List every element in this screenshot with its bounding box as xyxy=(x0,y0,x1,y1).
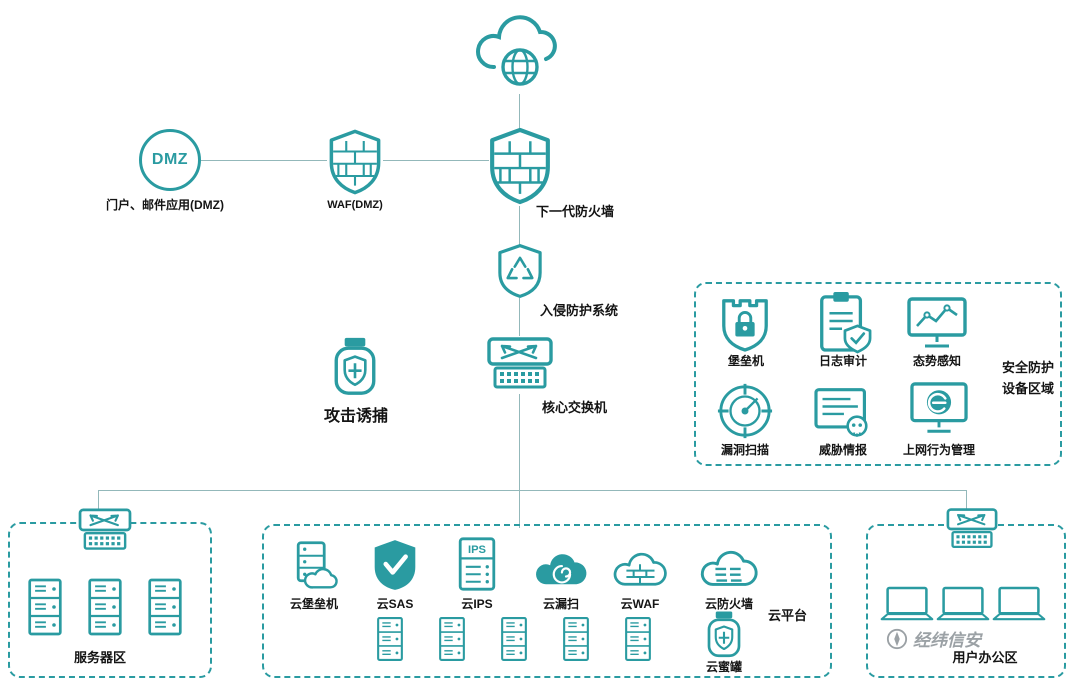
ngfw-caption: 下一代防火墙 xyxy=(536,204,615,219)
cloud-ips-server-icon: IPS xyxy=(458,537,496,591)
cloud-rack-icon xyxy=(554,616,598,662)
office-zone-switch-icon xyxy=(944,503,1000,555)
drop-cloud-zone xyxy=(519,490,520,528)
compass-logo-icon xyxy=(886,628,908,649)
connector-ips-switch xyxy=(519,298,520,336)
threat-intel-document-skull-icon xyxy=(812,386,874,440)
cloud-sas-label: 云SAS xyxy=(376,597,414,611)
cloud-waf-label: 云WAF xyxy=(620,597,660,611)
vuln-scan-label: 漏洞扫描 xyxy=(720,443,769,457)
trunk-line xyxy=(98,490,967,491)
cloud-scan-label: 云漏扫 xyxy=(542,597,579,611)
cloud-rack-icon xyxy=(616,616,660,662)
honeypot-caption: 攻击诱捕 xyxy=(323,408,388,425)
laptop-icon xyxy=(936,584,990,624)
watermark-text: 经纬信安 xyxy=(913,631,981,650)
cloud-firewall-label: 云防火墙 xyxy=(704,597,753,611)
dmz-caption: 门户、邮件应用(DMZ) xyxy=(106,198,224,212)
security-zone-title-line2: 设备区域 xyxy=(1001,380,1054,396)
cloud-bastion-server-icon xyxy=(288,539,340,591)
core-switch-caption: 核心交换机 xyxy=(542,400,608,415)
cloud-ips-label: 云IPS xyxy=(461,597,493,611)
threat-intel-label: 威胁情报 xyxy=(818,443,867,457)
behavior-mgmt-label: 上网行为管理 xyxy=(902,443,975,457)
laptop-icon xyxy=(992,584,1046,624)
server-zone-caption: 服务器区 xyxy=(73,650,126,665)
server-rack-icon xyxy=(27,575,63,639)
server-rack-icon xyxy=(147,575,183,639)
cloud-honeypot-jar-icon xyxy=(703,610,745,658)
honeypot-jar-icon xyxy=(330,336,380,396)
bastion-label: 堡垒机 xyxy=(727,354,764,368)
cloud-firewall-lines-icon xyxy=(698,543,760,589)
dmz-node: DMZ xyxy=(139,129,201,191)
drop-office-zone xyxy=(966,490,967,514)
connector-switch-trunk xyxy=(519,394,520,490)
connector-waf-firewall xyxy=(383,160,489,161)
laptop-icon xyxy=(880,584,934,624)
ngfw-brick-shield-icon xyxy=(487,124,553,208)
server-rack-icon xyxy=(87,575,123,639)
connector-dmz-waf xyxy=(201,160,327,161)
cloud-waf-brick-icon xyxy=(611,545,669,589)
cloud-rack-icon xyxy=(368,616,412,662)
cloud-zone-caption: 云平台 xyxy=(768,608,808,623)
waf-brick-shield-icon xyxy=(327,128,383,196)
cloud-zone-box xyxy=(262,524,832,678)
cloud-rack-icon xyxy=(430,616,474,662)
ips-recycle-shield-icon xyxy=(495,243,545,299)
log-audit-clipboard-shield-icon xyxy=(814,290,872,354)
cloud-honeypot-label: 云蜜罐 xyxy=(705,660,742,674)
cloud-scan-swirl-icon xyxy=(532,545,590,589)
bastion-shield-lock-icon xyxy=(718,292,772,354)
waf-caption: WAF(DMZ) xyxy=(327,199,383,211)
cloud-bastion-label: 云堡垒机 xyxy=(289,597,338,611)
situation-awareness-label: 态势感知 xyxy=(912,354,961,368)
situation-awareness-monitor-chart-icon xyxy=(906,296,968,350)
watermark-logo: 经纬信安 xyxy=(886,626,981,651)
cloud-rack-icon xyxy=(492,616,536,662)
connector-internet-firewall xyxy=(519,94,520,128)
security-zone-title-line1: 安全防护 xyxy=(1001,360,1054,375)
ips-caption: 入侵防护系统 xyxy=(540,303,619,318)
log-audit-label: 日志审计 xyxy=(818,354,867,368)
connector-firewall-ips xyxy=(519,206,520,246)
internet-cloud-globe-icon xyxy=(468,6,572,94)
cloud-ips-icon-text: IPS xyxy=(468,544,487,556)
core-switch-icon xyxy=(483,334,557,394)
office-zone-caption: 用户办公区 xyxy=(952,650,1018,665)
dmz-badge-text: DMZ xyxy=(151,151,189,168)
vuln-scan-radar-target-icon xyxy=(716,382,774,440)
security-zone-title: 安全防护 设备区域 xyxy=(998,358,1058,400)
server-zone-switch-icon xyxy=(76,503,134,557)
behavior-mgmt-monitor-e-icon xyxy=(908,382,970,438)
security-zone-box xyxy=(694,282,1062,466)
drop-server-zone xyxy=(98,490,99,514)
cloud-sas-shield-check-icon xyxy=(371,538,419,592)
